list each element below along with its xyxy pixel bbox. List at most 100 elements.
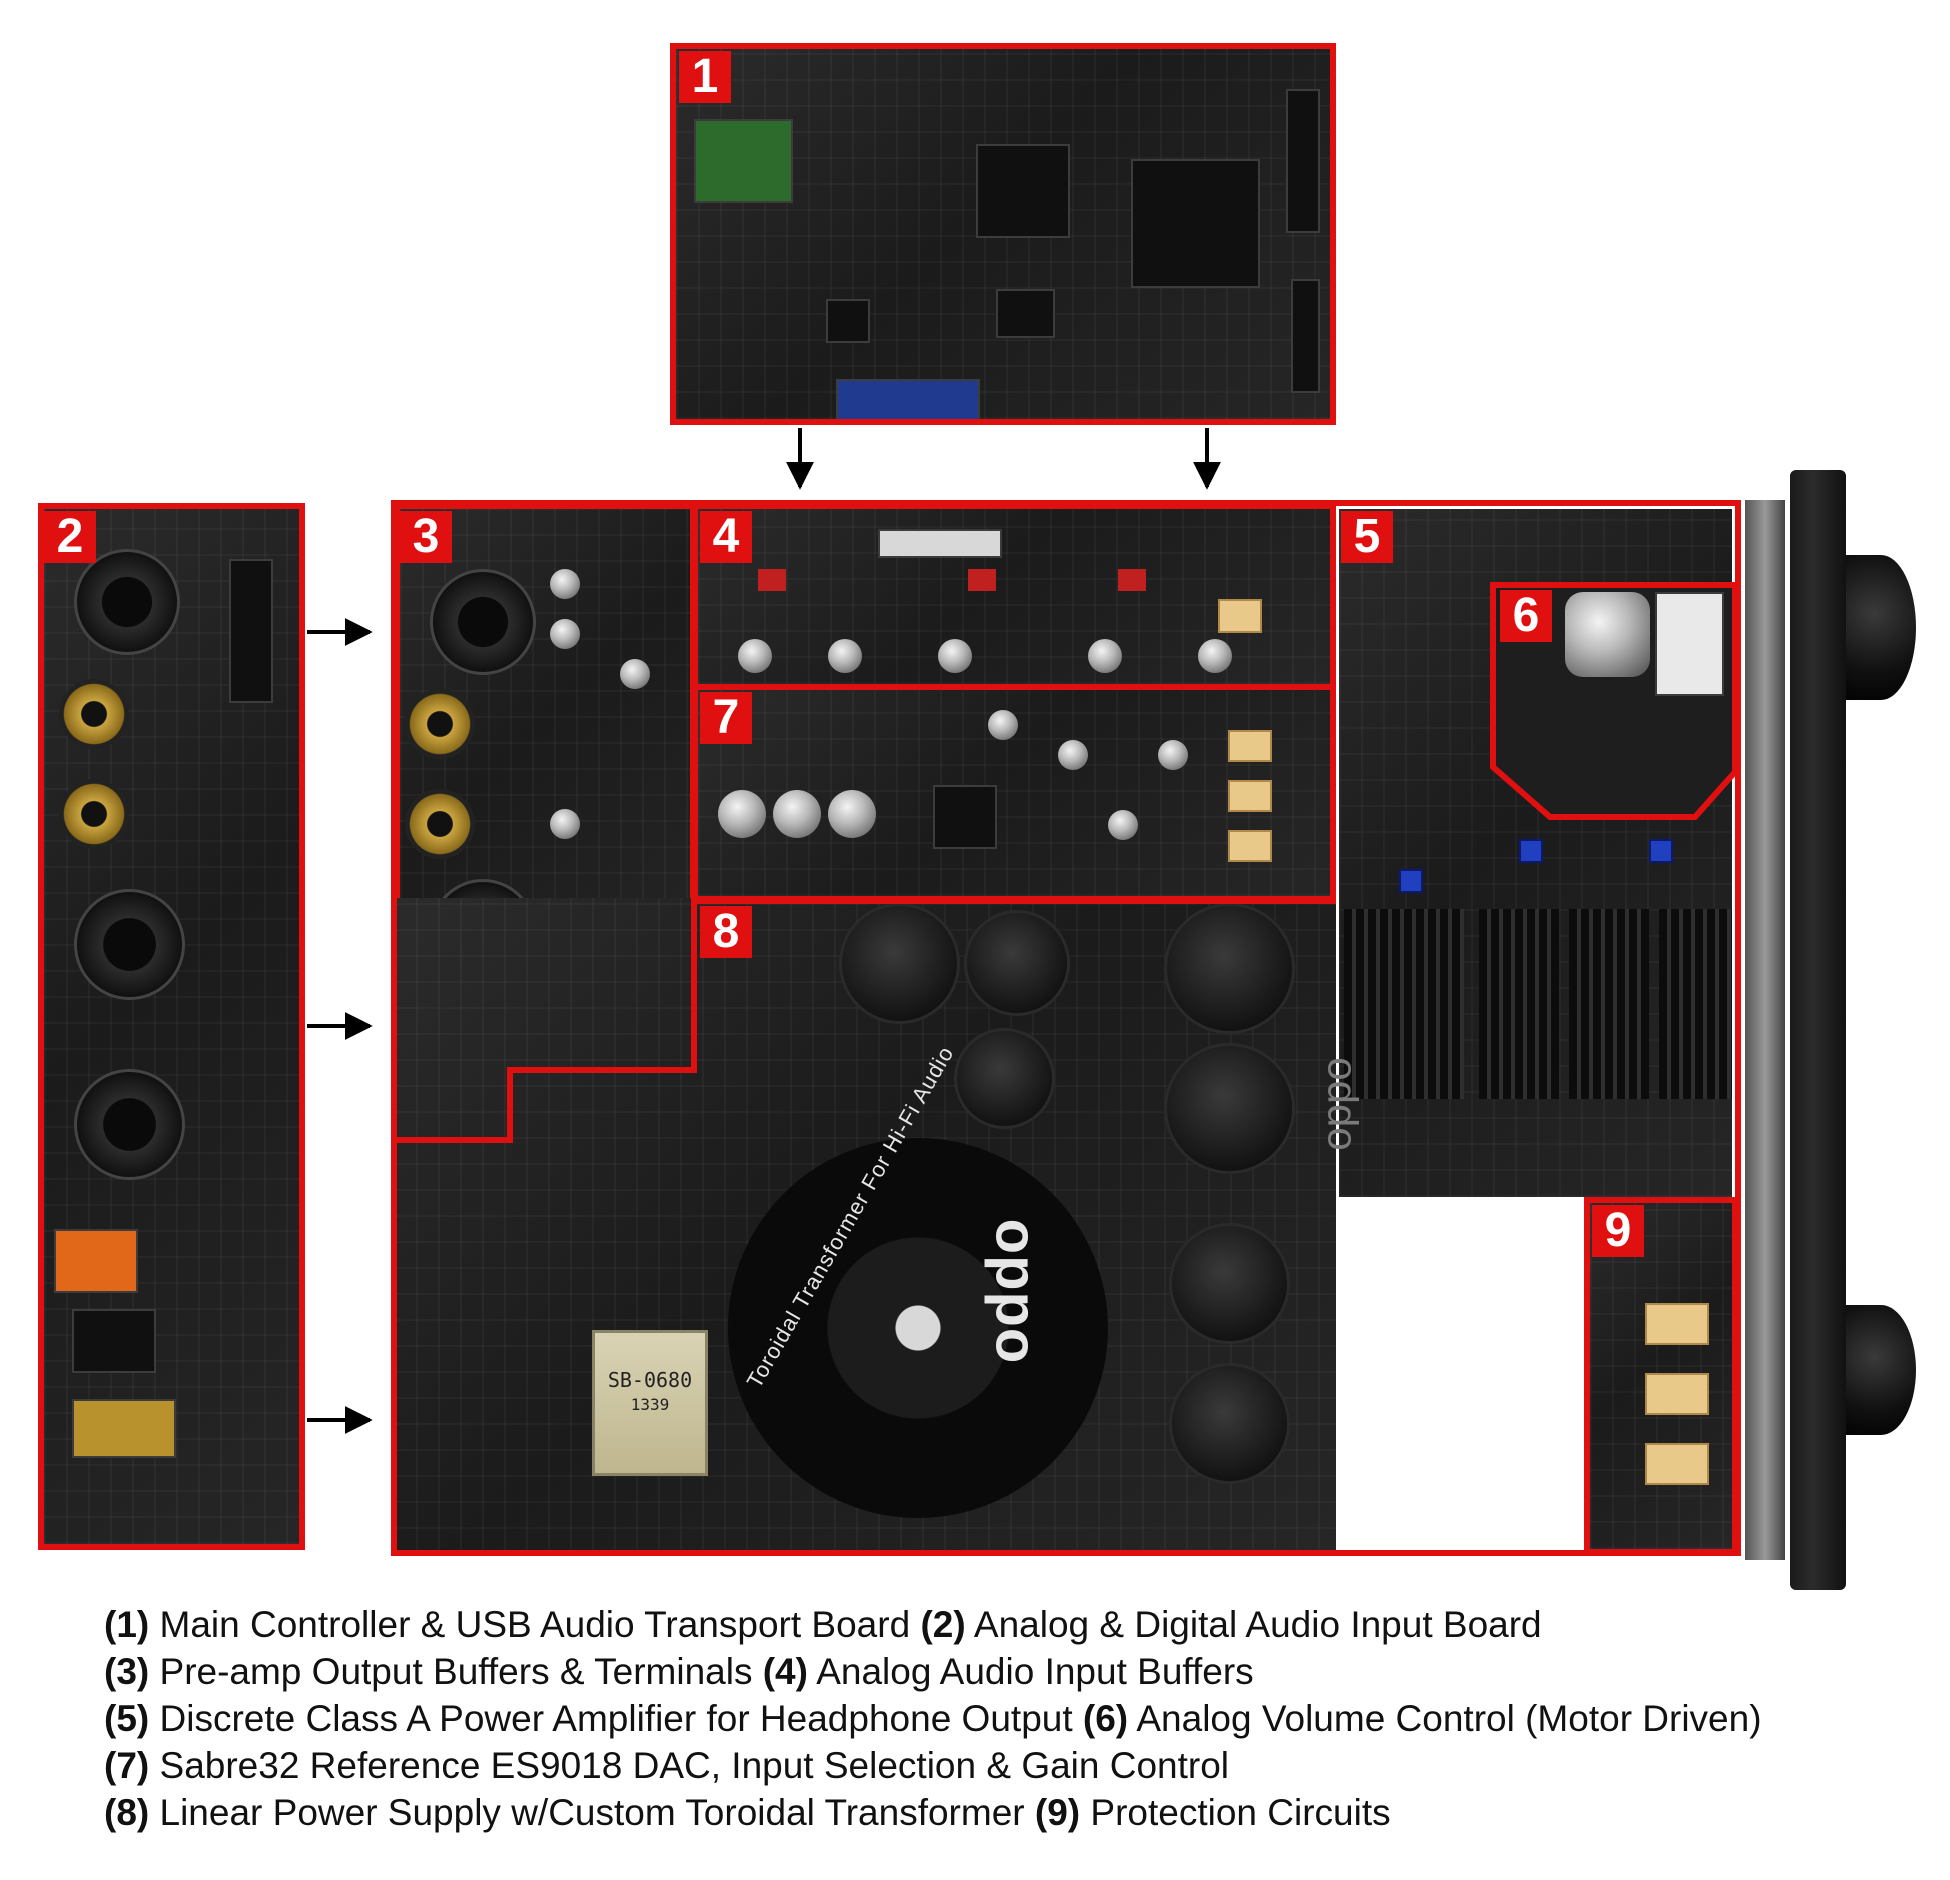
toroidal-transformer: oppo Toroidal Transformer For Hi-Fi Audi… [728, 1042, 1108, 1518]
filter-capacitor [1164, 1043, 1295, 1174]
relay [1645, 1303, 1709, 1345]
caption-number: (4) [762, 1651, 808, 1692]
caption-line-1: (1) Main Controller & USB Audio Transpor… [104, 1601, 1924, 1648]
trim-pot [1519, 839, 1543, 863]
filter-capacitor [954, 1028, 1055, 1129]
caption-number: (2) [920, 1604, 966, 1645]
badge-7: 7 [700, 692, 752, 744]
relay [1228, 730, 1272, 762]
caption-line-5: (8) Linear Power Supply w/Custom Toroida… [104, 1789, 1924, 1836]
connector [878, 529, 1002, 558]
capacitor-film [968, 569, 996, 591]
heatsink [1659, 909, 1732, 1099]
wifi-module [694, 119, 793, 203]
rca-jack [405, 789, 475, 859]
transformer-model: SB-0680 [607, 1368, 693, 1392]
relay [1228, 830, 1272, 862]
connector [1286, 89, 1320, 233]
capacitor [620, 659, 650, 689]
caption-number: (8) [104, 1792, 150, 1833]
caption-number: (6) [1082, 1698, 1129, 1739]
chip [1131, 159, 1260, 288]
rca-jack [59, 679, 129, 749]
board-2-input-board [38, 503, 305, 1550]
trim-pot [1649, 839, 1673, 863]
volume-motor [1565, 592, 1650, 677]
badge-9: 9 [1592, 1205, 1644, 1257]
capacitor [1088, 639, 1122, 673]
board-1-main-controller [670, 43, 1336, 425]
xlr-jack [74, 889, 185, 1000]
filter-capacitor [1169, 1223, 1290, 1344]
relay [1645, 1373, 1709, 1415]
badge-8: 8 [700, 906, 752, 958]
capacitor [550, 809, 580, 839]
badge-6: 6 [1500, 590, 1552, 642]
filter-capacitor [839, 903, 960, 1024]
capacitor [738, 639, 772, 673]
caption-block: (1) Main Controller & USB Audio Transpor… [104, 1601, 1924, 1836]
connector [1291, 279, 1320, 393]
caption-text: Sabre32 Reference ES9018 DAC, Input Sele… [149, 1745, 1230, 1786]
volume-pot [1655, 592, 1724, 696]
badge-1: 1 [679, 51, 731, 103]
capacitor [550, 619, 580, 649]
filter-capacitor [1164, 903, 1295, 1034]
board-7-dac [692, 684, 1336, 902]
chip [976, 144, 1070, 238]
capacitor [828, 639, 862, 673]
chassis-side-rail [1745, 500, 1785, 1560]
capacitor [1158, 740, 1188, 770]
filter-capacitor [1169, 1363, 1290, 1484]
relay [1645, 1443, 1709, 1485]
caption-text: Linear Power Supply w/Custom Toroidal Tr… [149, 1792, 1035, 1833]
chip [826, 299, 870, 343]
badge-4: 4 [700, 511, 752, 563]
caption-text: Main Controller & USB Audio Transport Bo… [149, 1604, 921, 1645]
heatsink [1344, 909, 1464, 1099]
caption-number: (1) [104, 1604, 150, 1645]
caption-number: (5) [104, 1698, 150, 1739]
usb-jack [72, 1399, 176, 1458]
board-6-volume-control [1490, 582, 1738, 820]
filter-capacitor [964, 910, 1070, 1016]
caption-text: Analog Audio Input Buffers [807, 1651, 1254, 1692]
caption-line-2: (3) Pre-amp Output Buffers & Terminals (… [104, 1648, 1924, 1695]
volume-knob [1846, 555, 1916, 700]
caption-text: Protection Circuits [1080, 1792, 1391, 1833]
xlr-jack [430, 569, 536, 675]
capacitor [988, 710, 1018, 740]
trim-pot [1399, 869, 1423, 893]
relay [1218, 599, 1262, 633]
board-4-input-buffers [692, 503, 1336, 690]
transformer-code: 1339 [630, 1395, 670, 1414]
capacitor-film [1118, 569, 1146, 591]
badge-5: 5 [1341, 511, 1393, 563]
small-transformer: SB-0680 1339 [592, 1330, 708, 1476]
selector-knob [1846, 1305, 1916, 1435]
rca-jack [59, 779, 129, 849]
caption-number: (7) [104, 1745, 150, 1786]
capacitor [773, 790, 821, 838]
badge-3: 3 [400, 511, 452, 563]
caption-text: Analog & Digital Audio Input Board [965, 1604, 1542, 1645]
caption-text: Discrete Class A Power Amplifier for Hea… [149, 1698, 1083, 1739]
caption-line-3: (5) Discrete Class A Power Amplifier for… [104, 1695, 1924, 1742]
capacitor [718, 790, 766, 838]
caption-text: Pre-amp Output Buffers & Terminals [149, 1651, 763, 1692]
relay [1228, 780, 1272, 812]
board-9-protection [1584, 1197, 1738, 1555]
heatsink [1479, 909, 1559, 1099]
rca-jack [405, 689, 475, 759]
dac-chip [933, 785, 997, 849]
badge-2: 2 [44, 511, 96, 563]
capacitor [938, 639, 972, 673]
caption-number: (9) [1034, 1792, 1081, 1833]
capacitor [1198, 639, 1232, 673]
capacitor [550, 569, 580, 599]
capacitor [828, 790, 876, 838]
xlr-jack [74, 549, 180, 655]
caption-line-4: (7) Sabre32 Reference ES9018 DAC, Input … [104, 1742, 1924, 1789]
